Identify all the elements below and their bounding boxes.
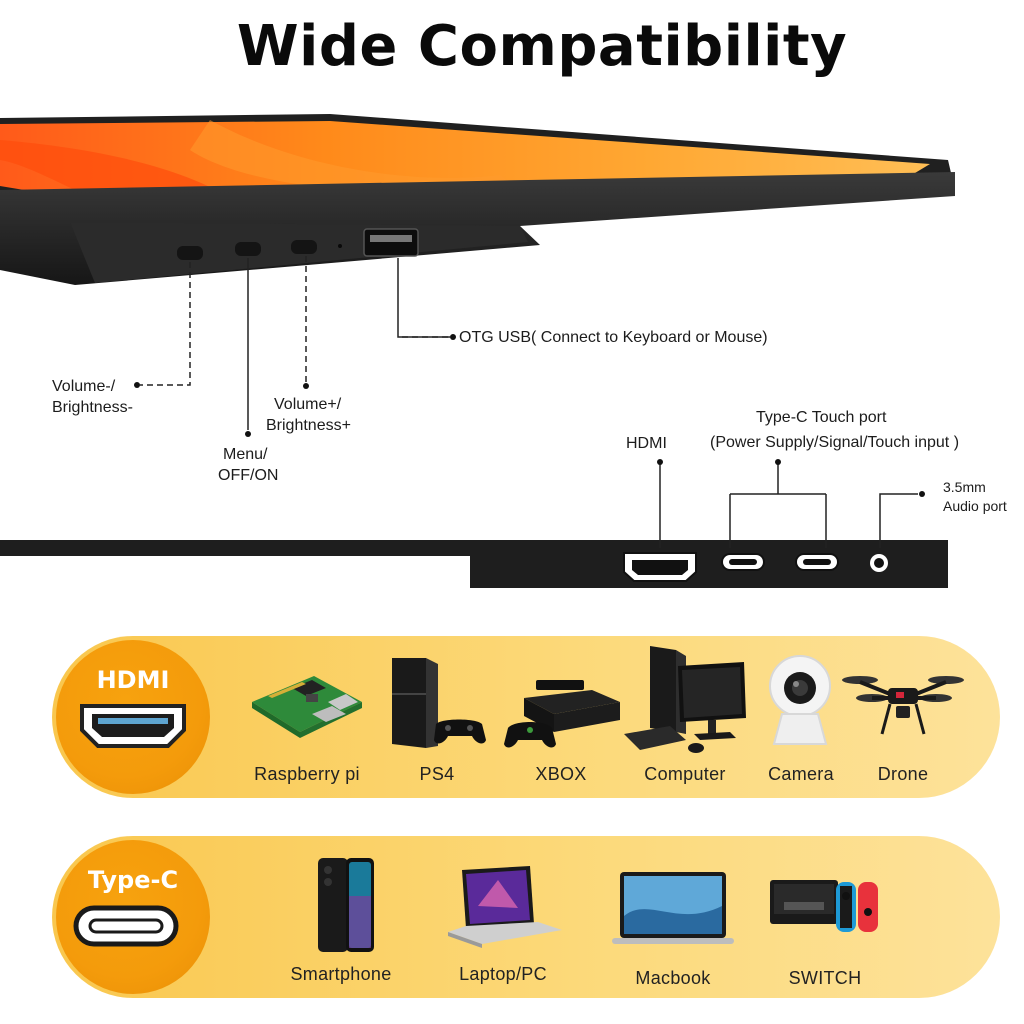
device-label: Drone xyxy=(877,764,929,784)
device-smartphone: Smartphone xyxy=(276,836,406,998)
macbook-icon xyxy=(612,872,734,944)
hdmi-badge: HDMI xyxy=(56,640,210,794)
desktop-computer-icon xyxy=(624,646,746,753)
device-label: Raspberry pi xyxy=(254,764,360,784)
page-title: Wide Compatibility xyxy=(236,14,848,79)
volume-plus-button[interactable] xyxy=(291,240,317,254)
typec-connector-icon xyxy=(73,905,179,947)
xbox-console-icon xyxy=(504,680,620,748)
device-label: Smartphone xyxy=(290,964,392,984)
drone-icon xyxy=(842,676,964,735)
device-label: Computer xyxy=(644,764,726,784)
typec-port-label: Type-C Touch port (Power Supply/Signal/T… xyxy=(710,409,960,451)
device-computer: Computer xyxy=(620,636,750,798)
device-xbox: XBOX xyxy=(496,636,626,798)
smartphone-icon xyxy=(318,858,374,952)
volume-minus-label: Volume-/ Brightness- xyxy=(52,378,133,416)
hdmi-compatibility-panel: HDMI Raspberry pi PS4 xyxy=(52,636,1000,798)
device-label: Laptop/PC xyxy=(459,964,547,984)
typec-badge: Type-C xyxy=(56,840,210,994)
device-label: Camera xyxy=(768,764,834,784)
device-switch: SWITCH xyxy=(760,836,890,998)
hdmi-connector-icon xyxy=(80,704,186,748)
audio-port-label: 3.5mm Audio port xyxy=(943,479,1007,514)
device-macbook: Macbook xyxy=(608,836,738,998)
volume-minus-button[interactable] xyxy=(177,246,203,260)
device-drone: Drone xyxy=(838,636,968,798)
device-label: XBOX xyxy=(535,764,587,784)
security-camera-icon xyxy=(769,655,831,745)
device-label: Macbook xyxy=(635,968,711,988)
menu-button[interactable] xyxy=(235,242,261,256)
laptop-icon xyxy=(448,866,562,948)
typec-compatibility-panel: Type-C Smartphone Laptop/PC xyxy=(52,836,1000,998)
menu-label: Menu/ OFF/ON xyxy=(218,446,279,484)
device-label: PS4 xyxy=(419,764,455,784)
ps4-console-icon xyxy=(392,658,486,748)
raspberry-pi-board-icon xyxy=(252,676,362,738)
device-camera: Camera xyxy=(736,636,866,798)
monitor-illustration xyxy=(0,114,955,588)
device-label: SWITCH xyxy=(788,968,862,988)
usb-port-icon xyxy=(363,228,419,257)
switch-console-icon xyxy=(770,880,878,932)
device-raspberry-pi: Raspberry pi xyxy=(242,636,372,798)
hdmi-port-label: HDMI xyxy=(626,435,667,452)
otg-usb-label: OTG USB( Connect to Keyboard or Mouse) xyxy=(459,329,768,346)
device-ps4: PS4 xyxy=(372,636,502,798)
volume-plus-label: Volume+/ Brightness+ xyxy=(266,396,351,434)
monitor-side-view xyxy=(0,540,948,588)
monitor-top-view xyxy=(0,114,955,285)
device-laptop: Laptop/PC xyxy=(438,836,568,998)
